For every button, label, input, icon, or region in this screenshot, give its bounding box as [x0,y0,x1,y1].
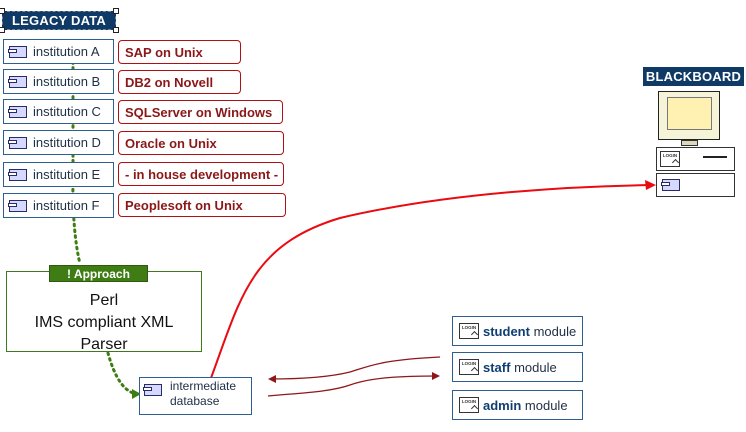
admin-module-name: admin [483,397,522,413]
component-icon [7,105,29,119]
institution-e-platform-label: - in house development - [125,166,279,182]
selection-handle-top-right [113,8,119,14]
database-to-modules-lower-connector [267,375,439,397]
institution-b-platform-label: DB2 on Novell [125,74,214,90]
staff-module-name: staff [483,359,511,375]
login-icon: LOGIN [660,151,680,167]
student-module-name: student [483,323,530,339]
approach-description: Perl IMS compliant XML Parser [6,290,202,356]
database-to-blackboard-connector [210,184,655,379]
institution-d-platform-label: Oracle on Unix [125,135,217,151]
component-icon [7,45,29,59]
selection-handle-bottom-right [113,27,119,33]
approach-to-database-connector [106,351,138,396]
institution-d-platform: Oracle on Unix [118,131,284,155]
admin-module-suffix: module [521,397,568,413]
institution-d-label: institution D [33,135,101,150]
intermediate-database-label: intermediate database [170,379,236,409]
intermediate-database-box [139,377,252,415]
blackboard-title: BLACKBOARD [643,67,744,86]
legacy-data-title-text: LEGACY DATA [12,13,106,28]
institution-b-platform: DB2 on Novell [118,70,241,94]
staff-module-suffix: module [510,359,557,375]
approach-line-2: IMS compliant XML [34,314,174,331]
database-to-modules-lower-arrowhead [432,372,440,380]
component-icon [7,75,29,89]
approach-line-1: Perl [89,292,119,309]
module-to-database-upper-connector [269,356,441,380]
disk-drive-slot [703,156,727,158]
admin-module: LOGIN admin module [452,390,583,420]
institution-d-box: institution D [3,130,114,155]
staff-module: LOGIN staff module [452,352,583,382]
institution-e-label: institution E [33,167,101,182]
approach-line-3: Parser [80,336,128,353]
institution-b-box: institution B [3,69,114,94]
login-icon: LOGIN [459,397,479,413]
monitor-screen [667,97,712,130]
institution-f-box: institution F [3,193,114,218]
institution-c-platform: SQLServer on Windows [118,100,283,124]
approach-tag-text: ! Approach [67,266,130,281]
module-to-database-upper-arrowhead [268,375,276,383]
institution-a-platform: SAP on Unix [118,40,241,64]
institution-a-label: institution A [33,44,100,59]
login-icon: LOGIN [459,323,479,339]
institution-f-platform: Peoplesoft on Unix [118,193,286,217]
database-line-1: intermediate [170,379,237,393]
institution-e-box: institution E [3,162,114,187]
component-icon [7,168,29,182]
approach-to-database-arrowhead [132,389,141,399]
student-module-suffix: module [529,323,577,339]
institution-c-label: institution C [33,104,101,119]
login-icon: LOGIN [459,359,479,375]
selection-handle-bottom-left [0,27,5,33]
institution-c-platform-label: SQLServer on Windows [125,104,273,120]
blackboard-title-text: BLACKBOARD [645,69,742,84]
component-icon [7,136,29,150]
blackboard-login-box: LOGIN [656,147,735,171]
approach-tag: ! Approach [49,265,148,282]
institution-c-box: institution C [3,99,114,124]
institution-f-label: institution F [33,198,100,213]
legacy-data-title: LEGACY DATA [0,8,119,33]
database-line-2: database [170,394,220,408]
institution-e-platform: - in house development - [118,162,284,186]
institution-a-box: institution A [3,39,114,64]
student-module: LOGIN student module [452,316,583,346]
institution-f-platform-label: Peoplesoft on Unix [125,197,243,213]
institution-a-platform-label: SAP on Unix [125,44,203,60]
blackboard-component-box [656,173,735,197]
modules-group: LOGIN student module LOGIN staff module … [452,316,584,426]
database-to-blackboard-arrowhead [645,180,656,190]
component-icon [7,199,29,213]
selection-handle-top-left [0,8,5,14]
monitor-stand [681,140,698,146]
approach-box [6,271,202,352]
institution-b-label: institution B [33,74,101,89]
